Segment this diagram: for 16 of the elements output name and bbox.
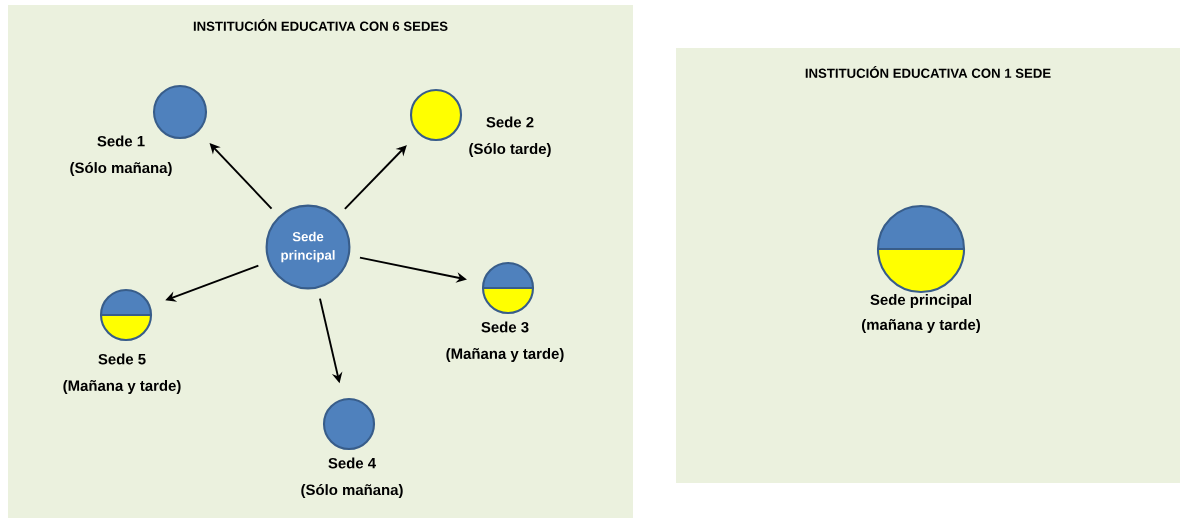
panel-title: INSTITUCIÓN EDUCATIVA CON 6 SEDES — [193, 19, 448, 31]
node-caption: (Sólo mañana) — [70, 161, 172, 176]
circle-node: Sede principal — [265, 204, 351, 290]
node-caption: (mañana y tarde) — [862, 319, 980, 333]
panel-title: INSTITUCIÓN EDUCATIVA CON 1 SEDE — [805, 66, 1051, 78]
node-caption: (Sólo tarde) — [469, 142, 551, 157]
node-caption: Sede 3 — [481, 321, 529, 333]
arrow — [343, 145, 407, 210]
node-caption: (Mañana y tarde) — [63, 380, 181, 394]
node-caption: (Mañana y tarde) — [446, 348, 564, 362]
node-caption: Sede 2 — [486, 116, 534, 128]
node-caption: (Sólo mañana) — [301, 483, 403, 498]
node-caption: Sede 4 — [328, 457, 376, 469]
node-caption: Sede principal — [870, 294, 971, 308]
node-caption: Sede 5 — [98, 353, 146, 365]
node-caption: Sede 1 — [97, 135, 145, 147]
